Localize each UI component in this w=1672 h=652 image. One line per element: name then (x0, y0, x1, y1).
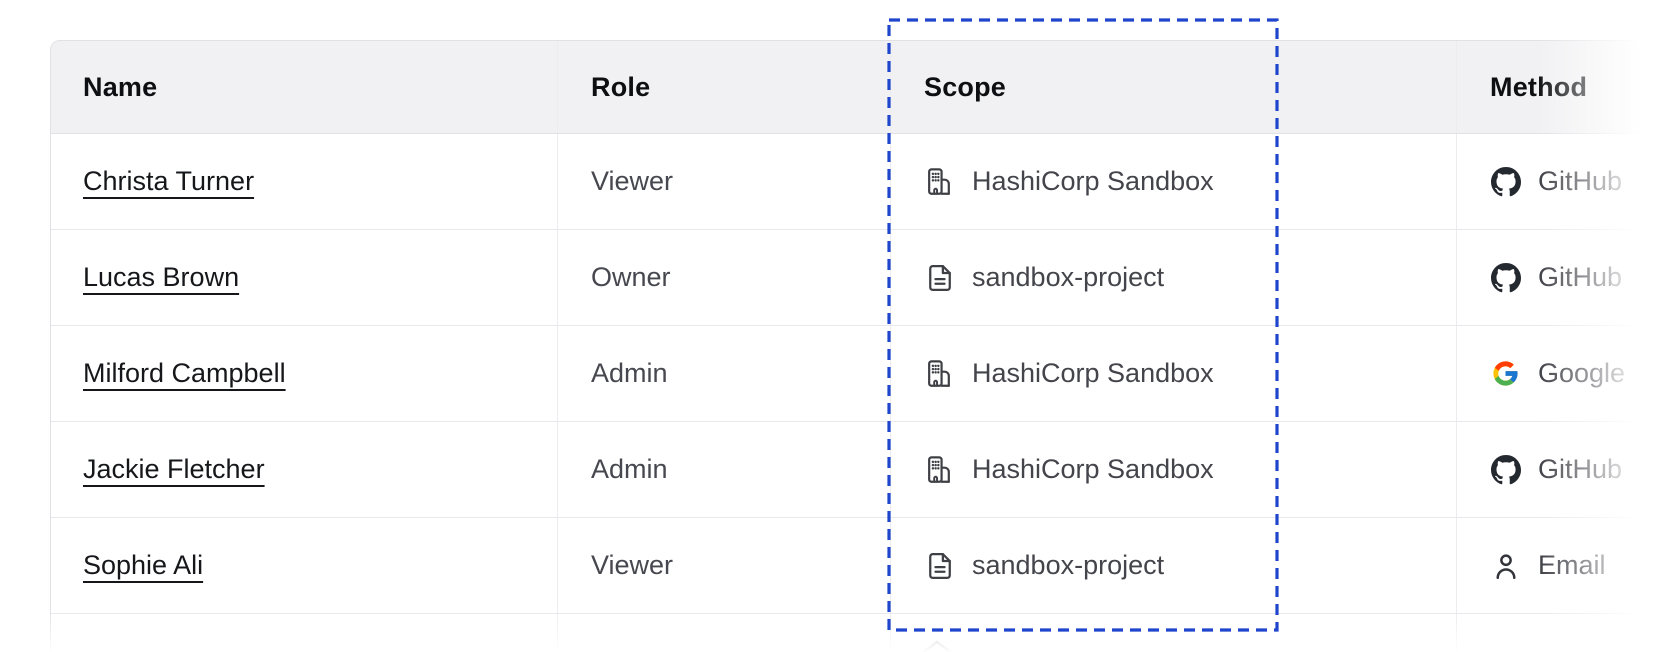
method-value: GitHub (1538, 166, 1623, 196)
role-value: Admin (591, 454, 668, 484)
column-header-label: Name (83, 71, 158, 102)
table-row: Christa Turner Viewer HashiCorp Sandbox … (51, 134, 1672, 230)
table-row: Jackie Fletcher Admin HashiCorp Sandbox … (51, 422, 1672, 518)
column-header-scope: Scope (890, 41, 1456, 133)
member-name-link[interactable]: Christa Turner (83, 166, 255, 196)
members-table: Name Role Scope Method Christa Turner Viewe… (50, 40, 1672, 652)
member-name-link[interactable]: Sophie Ali (83, 550, 204, 580)
organization-icon (924, 454, 955, 485)
table-row-partial (51, 614, 1672, 652)
column-header-role: Role (557, 41, 890, 133)
column-header-method: Method (1456, 41, 1672, 133)
role-value: Viewer (591, 550, 674, 580)
scope-value: HashiCorp Sandbox (972, 358, 1214, 388)
project-file-icon (924, 262, 955, 293)
github-icon (1490, 166, 1521, 197)
scope-value: sandbox-project (972, 550, 1165, 580)
method-value: Google (1538, 358, 1626, 388)
table-header-row: Name Role Scope Method (51, 41, 1672, 134)
scope-value: HashiCorp Sandbox (972, 454, 1214, 484)
column-header-name: Name (51, 41, 557, 133)
project-file-icon (924, 550, 955, 581)
method-value: GitHub (1538, 454, 1623, 484)
table-row: Milford Campbell Admin HashiCorp Sandbox… (51, 326, 1672, 422)
member-name-link[interactable]: Jackie Fletcher (83, 454, 265, 484)
role-value: Viewer (591, 166, 674, 196)
organization-icon (924, 358, 955, 389)
role-value: Admin (591, 358, 668, 388)
github-icon (1490, 454, 1521, 485)
user-icon (1490, 550, 1521, 581)
role-value: Owner (591, 262, 671, 292)
table-row: Sophie Ali Viewer sandbox-project Email (51, 518, 1672, 614)
column-header-label: Scope (924, 71, 1007, 102)
method-value: Email (1538, 550, 1606, 580)
table-row: Lucas Brown Owner sandbox-project GitHub (51, 230, 1672, 326)
column-header-label: Role (591, 71, 651, 102)
method-value: GitHub (1538, 262, 1623, 292)
scope-value: sandbox-project (972, 262, 1165, 292)
member-name-link[interactable]: Milford Campbell (83, 358, 286, 388)
scope-value: HashiCorp Sandbox (972, 166, 1214, 196)
column-header-label: Method (1490, 71, 1588, 102)
organization-icon (924, 166, 955, 197)
google-icon (1490, 358, 1521, 389)
github-icon (1490, 262, 1521, 293)
member-name-link[interactable]: Lucas Brown (83, 262, 240, 292)
